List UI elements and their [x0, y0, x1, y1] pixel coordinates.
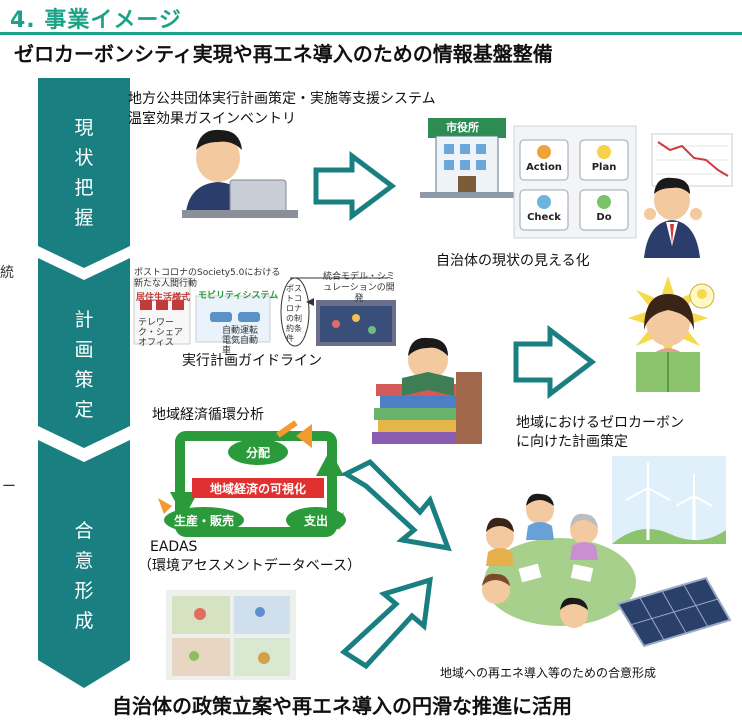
cycle-center: 地域経済の可視化	[209, 482, 306, 496]
pdca-check: Check	[527, 212, 561, 223]
economic-analysis-label: 地域経済循環分析	[152, 407, 264, 423]
title-underline	[0, 32, 742, 35]
eadas-maps-illustration	[166, 590, 296, 680]
declining-chart-illustration	[651, 133, 733, 187]
solar-panels-illustration	[616, 576, 732, 648]
tag-life-style: 居住生活様式	[136, 293, 191, 303]
consensus-caption: 地域への再エネ導入等のための合意形成	[440, 666, 657, 680]
flow-arrow-1	[313, 151, 397, 221]
city-hall-sign: 市役所	[446, 121, 479, 134]
stage-1-char-2: 状	[74, 147, 94, 169]
stage-3-char-3: 形	[74, 580, 94, 602]
stage-3-char-1: 合	[74, 520, 94, 542]
conclusion-banner: 自治体の政策立案や再エネ導入の円滑な推進に活用	[112, 694, 572, 718]
meeting-illustration	[482, 493, 636, 628]
cycle-expenditure: 支出	[303, 514, 328, 528]
flow-arrow-3	[340, 458, 452, 552]
pdca-action: Action	[526, 162, 562, 173]
flow-arrow-2	[513, 324, 597, 400]
constraint-label: ポストコロナの制約条件	[286, 284, 302, 343]
stage-1-char-1: 現	[74, 117, 94, 139]
research-doc-illustration	[133, 277, 396, 347]
cycle-production: 生産・販売	[173, 514, 234, 528]
stage-chevron-1	[38, 78, 130, 268]
pdca-plan: Plan	[591, 162, 617, 173]
man-fist-pump-illustration	[644, 177, 702, 258]
stage-2-char-4: 定	[74, 399, 94, 421]
stage-2-char-2: 画	[74, 339, 94, 361]
left-edge-char-1: 統	[0, 265, 14, 281]
pdca-cycle-illustration	[513, 125, 637, 239]
telework-label: テレワーク・シェアオフィス	[138, 318, 183, 348]
ghg-inventory-label: 温室効果ガスインベントリ	[128, 111, 296, 127]
tag-mobility: モビリティシステム	[198, 291, 279, 301]
stage-3-char-4: 成	[74, 610, 94, 632]
wind-turbine-illustration	[612, 456, 726, 544]
stage-1-char-3: 把	[74, 177, 94, 199]
stage-1-char-4: 握	[74, 207, 94, 229]
cycle-distribution: 分配	[245, 446, 270, 460]
autodrive-label: 自動運転 電気自動車	[222, 326, 259, 356]
city-hall-illustration	[420, 118, 514, 198]
stage-1-label: 現 状 把 握	[38, 98, 130, 248]
plan-caption-line1: 地域におけるゼロカーボン	[516, 415, 684, 431]
girl-idea-illustration	[628, 276, 715, 392]
doc-title-right: 統合モデル・シミュレーションの開発	[322, 272, 395, 304]
person-laptop-illustration	[182, 129, 298, 218]
economic-cycle-diagram	[158, 420, 346, 537]
flow-arrow-4	[339, 576, 433, 670]
eadas-description: （環境アセスメントデータベース）	[138, 558, 362, 574]
stage-2-char-1: 計	[74, 309, 94, 331]
pdca-do: Do	[596, 212, 612, 223]
doc-title-left: ポストコロナのSociety5.0における新たな人間行動	[134, 268, 281, 289]
eadas-label: EADAS	[150, 539, 198, 555]
stage-chevron-2	[38, 258, 130, 448]
page-subtitle: ゼロカーボンシティ実現や再エネ導入のための情報基盤整備	[14, 42, 553, 66]
left-edge-char-2: ー	[2, 479, 16, 495]
page-title: 4. 事業イメージ	[10, 8, 182, 33]
visualization-caption: 自治体の現状の見える化	[436, 253, 590, 269]
stage-2-label: 計 画 策 定	[38, 290, 130, 440]
books-reading-illustration	[372, 337, 482, 444]
support-system-label: 地方公共団体実行計画策定・実施等支援システム	[128, 91, 436, 107]
stage-3-char-2: 意	[74, 550, 94, 572]
stage-2-char-3: 策	[74, 369, 94, 391]
stage-chevron-3	[38, 440, 130, 688]
guideline-label: 実行計画ガイドライン	[182, 353, 322, 369]
stage-3-label: 合 意 形 成	[38, 496, 130, 656]
plan-caption-line2: に向けた計画策定	[516, 434, 628, 450]
